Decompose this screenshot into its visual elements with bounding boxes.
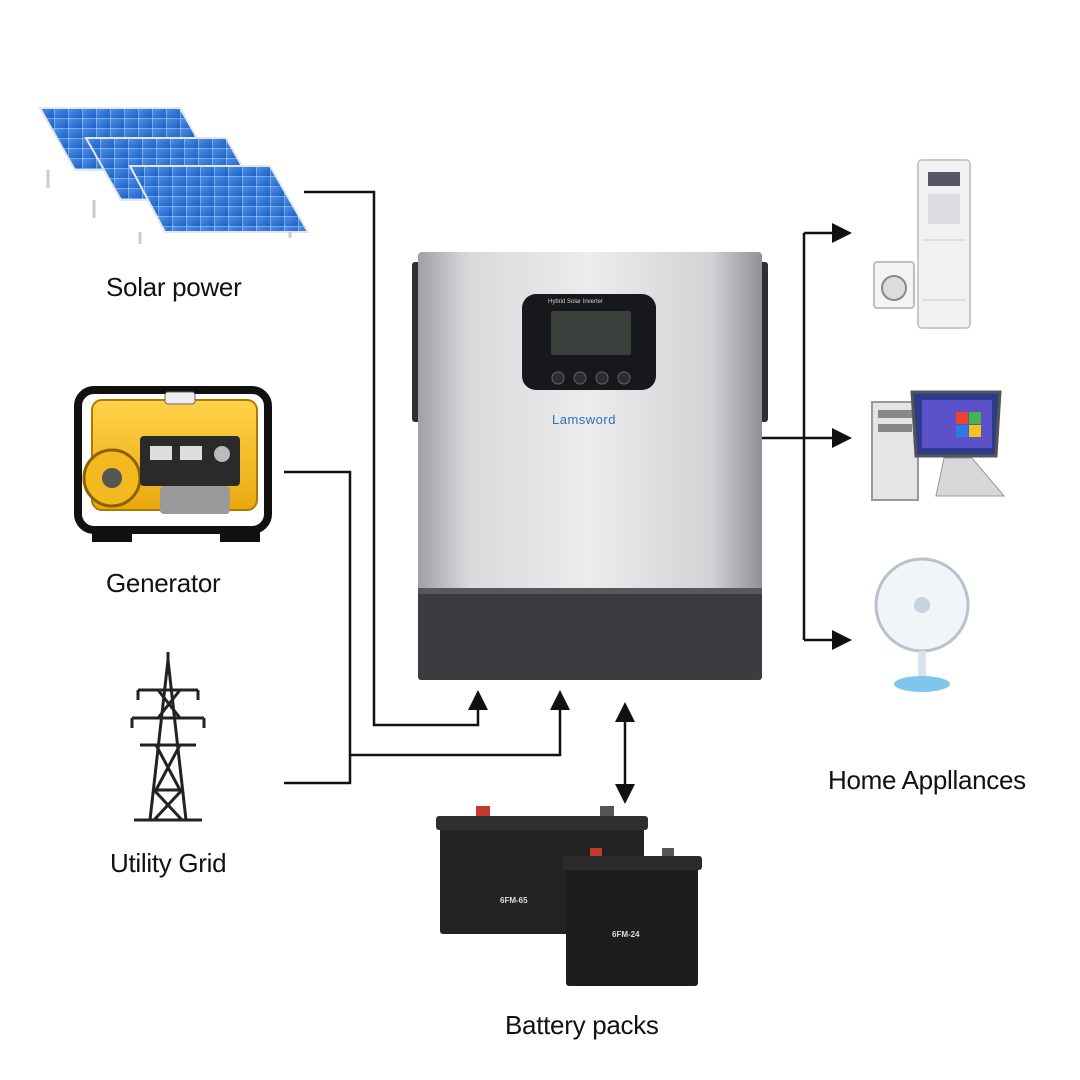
home-appliances-label: Home Appllances bbox=[828, 765, 1026, 795]
transmission-tower-icon bbox=[130, 652, 206, 822]
washing-machine-icon bbox=[873, 261, 915, 309]
panel-button-icon bbox=[551, 371, 565, 385]
panel-button-icon bbox=[595, 371, 609, 385]
air-conditioner-icon bbox=[917, 159, 971, 329]
lcd-screen bbox=[551, 311, 631, 355]
battery-1-model: 6FM-65 bbox=[500, 896, 528, 905]
generator-label: Generator bbox=[106, 568, 221, 598]
inverter-screen-title: Hybrid Solar Inverter bbox=[548, 299, 604, 305]
battery-2-model: 6FM-24 bbox=[612, 930, 640, 939]
computer-icon bbox=[871, 390, 1006, 501]
connector-lines bbox=[284, 190, 852, 804]
battery-icon bbox=[562, 848, 702, 986]
panel-button-icon bbox=[573, 371, 587, 385]
solar-connector bbox=[304, 190, 488, 727]
solar-panel-icon bbox=[38, 107, 310, 244]
hybrid-inverter bbox=[412, 252, 768, 680]
battery-packs-label: Battery packs bbox=[505, 1010, 659, 1040]
inverter-brand: Lamsword bbox=[552, 412, 616, 427]
panel-button-icon bbox=[617, 371, 631, 385]
utility-grid-label: Utility Grid bbox=[110, 848, 227, 878]
solar-power-label: Solar power bbox=[106, 272, 242, 302]
electric-fan-icon bbox=[874, 557, 970, 692]
generator-icon bbox=[74, 386, 272, 542]
grid-connector bbox=[284, 755, 352, 785]
